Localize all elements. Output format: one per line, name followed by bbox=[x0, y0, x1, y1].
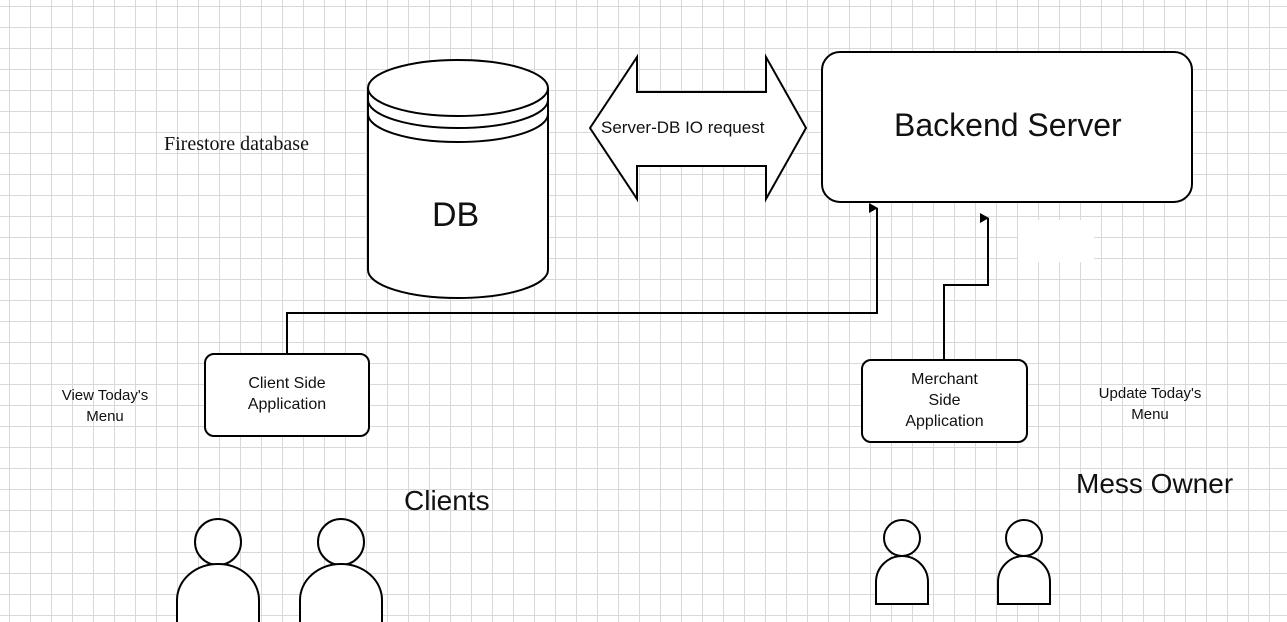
owner-person-icon bbox=[997, 519, 1051, 605]
client-app-line: Application bbox=[247, 396, 327, 413]
io-arrow-label: Server-DB IO request bbox=[601, 118, 765, 137]
merchant-to-server-connector bbox=[943, 213, 989, 360]
merchant-note-line: Update Today's bbox=[1098, 385, 1202, 402]
db-caption: Firestore database bbox=[164, 133, 309, 155]
clients-group-label: Clients bbox=[404, 485, 490, 516]
client-note: View Today's Menu bbox=[40, 385, 170, 427]
client-app-label: Client Side Application bbox=[205, 373, 369, 415]
merchant-app-line: Application bbox=[905, 413, 984, 430]
db-label: DB bbox=[432, 196, 480, 234]
client-to-server-connector bbox=[286, 203, 878, 354]
db-cylinder bbox=[367, 59, 549, 299]
client-app-line: Client Side bbox=[248, 375, 326, 392]
client-note-line: Menu bbox=[86, 408, 124, 425]
owner-group-label: Mess Owner bbox=[1076, 468, 1234, 499]
backend-server-box bbox=[821, 51, 1193, 203]
owner-person-icon bbox=[875, 519, 929, 605]
client-note-line: View Today's bbox=[61, 387, 149, 404]
backend-server-label: Backend Server bbox=[894, 107, 1122, 143]
merchant-app-line: Side bbox=[928, 392, 961, 409]
merchant-note-line: Menu bbox=[1131, 406, 1169, 423]
blank-patch bbox=[1018, 220, 1094, 262]
merchant-note: Update Today's Menu bbox=[1075, 383, 1225, 425]
client-person-icon bbox=[176, 518, 260, 622]
client-person-icon bbox=[299, 518, 383, 622]
io-double-arrow bbox=[588, 53, 808, 203]
merchant-app-label: Merchant Side Application bbox=[862, 369, 1027, 432]
merchant-app-line: Merchant bbox=[911, 371, 978, 388]
